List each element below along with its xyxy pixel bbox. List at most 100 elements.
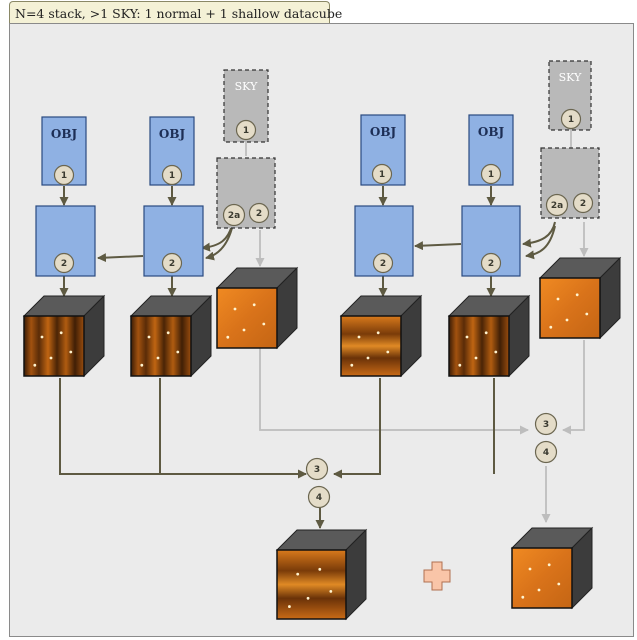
step-label: 1 xyxy=(169,171,175,181)
cube-star xyxy=(538,589,541,592)
step-badge-s1: 1 xyxy=(237,121,256,140)
cube-star xyxy=(494,351,497,354)
step-label: 1 xyxy=(488,170,494,180)
cube-star xyxy=(576,293,579,296)
step-badge-s2a: 2a xyxy=(224,205,245,226)
cube-star xyxy=(41,336,44,339)
cube-star xyxy=(50,357,53,360)
plus-shape xyxy=(424,562,450,590)
step-badge-s1: 1 xyxy=(373,165,392,184)
cube-star xyxy=(226,336,229,339)
cube-face xyxy=(540,278,600,338)
cube-star xyxy=(458,364,461,367)
cube-star xyxy=(296,573,299,576)
cube-star xyxy=(157,357,160,360)
step-label: 2a xyxy=(551,201,563,211)
datacube-2 xyxy=(131,296,211,376)
cube-star xyxy=(566,319,569,322)
step-label: 2 xyxy=(580,199,586,209)
step-badge-s4: 4 xyxy=(309,487,330,508)
cube-face xyxy=(277,550,346,619)
cube-star xyxy=(466,336,469,339)
cube3-to-step3-arrow xyxy=(334,378,380,474)
cube-star xyxy=(148,336,151,339)
cube-star xyxy=(377,331,380,334)
step-label: 1 xyxy=(568,115,574,125)
step-badge-s2: 2 xyxy=(574,194,593,213)
cube1-to-step3-arrow xyxy=(60,378,306,474)
step-label: 1 xyxy=(379,170,385,180)
obj-label: OBJ xyxy=(51,127,78,141)
cube-star xyxy=(253,303,256,306)
step-badge-s1: 1 xyxy=(562,110,581,129)
obj-label: OBJ xyxy=(478,125,505,139)
cube-star xyxy=(318,568,321,571)
cube-star xyxy=(386,351,389,354)
datacube-1 xyxy=(24,296,104,376)
step-badge-s2: 2 xyxy=(55,254,74,273)
cube-star xyxy=(307,597,310,600)
cube-star xyxy=(262,323,265,326)
cube-face xyxy=(512,548,572,608)
datacube-4 xyxy=(449,296,529,376)
cube-star xyxy=(350,364,353,367)
step-label: 2 xyxy=(169,259,175,269)
step-label: 4 xyxy=(543,448,549,458)
cube-star xyxy=(475,357,478,360)
cube-star xyxy=(557,583,560,586)
step-badge-s4: 4 xyxy=(536,442,557,463)
cube-face xyxy=(449,316,509,376)
obj-label: OBJ xyxy=(370,125,397,139)
cube-face xyxy=(131,316,191,376)
step-label: 2a xyxy=(228,211,240,221)
step-badge-s1: 1 xyxy=(55,166,74,185)
step-label: 4 xyxy=(316,493,322,503)
step-badge-s2: 2 xyxy=(250,204,269,223)
shallow-stacked-datacube xyxy=(512,528,592,608)
cube-star xyxy=(557,298,560,301)
proc4-to-proc3-arrow xyxy=(415,244,461,246)
step-label: 2 xyxy=(61,259,67,269)
sky-label: SKY xyxy=(235,80,258,93)
sky-label: SKY xyxy=(559,71,582,84)
cube-star xyxy=(549,326,552,329)
proc2-to-proc1-arrow xyxy=(98,256,143,258)
sky-datacube-left xyxy=(217,268,297,348)
cube-star xyxy=(521,596,524,599)
cube-star xyxy=(548,563,551,566)
step-label: 3 xyxy=(543,420,549,430)
obj-label: OBJ xyxy=(159,127,186,141)
cube-star xyxy=(288,605,291,608)
step-label: 1 xyxy=(61,171,67,181)
step-badge-s1: 1 xyxy=(482,165,501,184)
datacube-3 xyxy=(341,296,421,376)
cube-star xyxy=(367,357,370,360)
cube-face xyxy=(217,288,277,348)
step-badge-s2: 2 xyxy=(374,254,393,273)
step-badge-s2: 2 xyxy=(163,254,182,273)
cube-star xyxy=(60,331,63,334)
cube-star xyxy=(33,364,36,367)
cube-star xyxy=(176,351,179,354)
step-label: 1 xyxy=(243,126,249,136)
step-label: 2 xyxy=(256,209,262,219)
cube-face xyxy=(341,316,401,376)
plus-cross-icon xyxy=(424,562,450,590)
step-label: 2 xyxy=(380,259,386,269)
cube-face xyxy=(24,316,84,376)
sky-right-to-step3-arrow xyxy=(563,340,584,430)
cube-star xyxy=(243,329,246,332)
cube-star xyxy=(358,336,361,339)
cube-star xyxy=(585,313,588,316)
sky-datacube-right xyxy=(540,258,620,338)
cube-star xyxy=(69,351,72,354)
step-label: 2 xyxy=(488,259,494,269)
step-badge-s2a: 2a xyxy=(547,195,568,216)
final-stacked-datacube xyxy=(277,530,366,619)
cube-star xyxy=(234,308,237,311)
cube-star xyxy=(329,590,332,593)
step-badge-s2: 2 xyxy=(482,254,501,273)
step-badge-s3: 3 xyxy=(536,414,557,435)
step-badge-s1: 1 xyxy=(163,166,182,185)
